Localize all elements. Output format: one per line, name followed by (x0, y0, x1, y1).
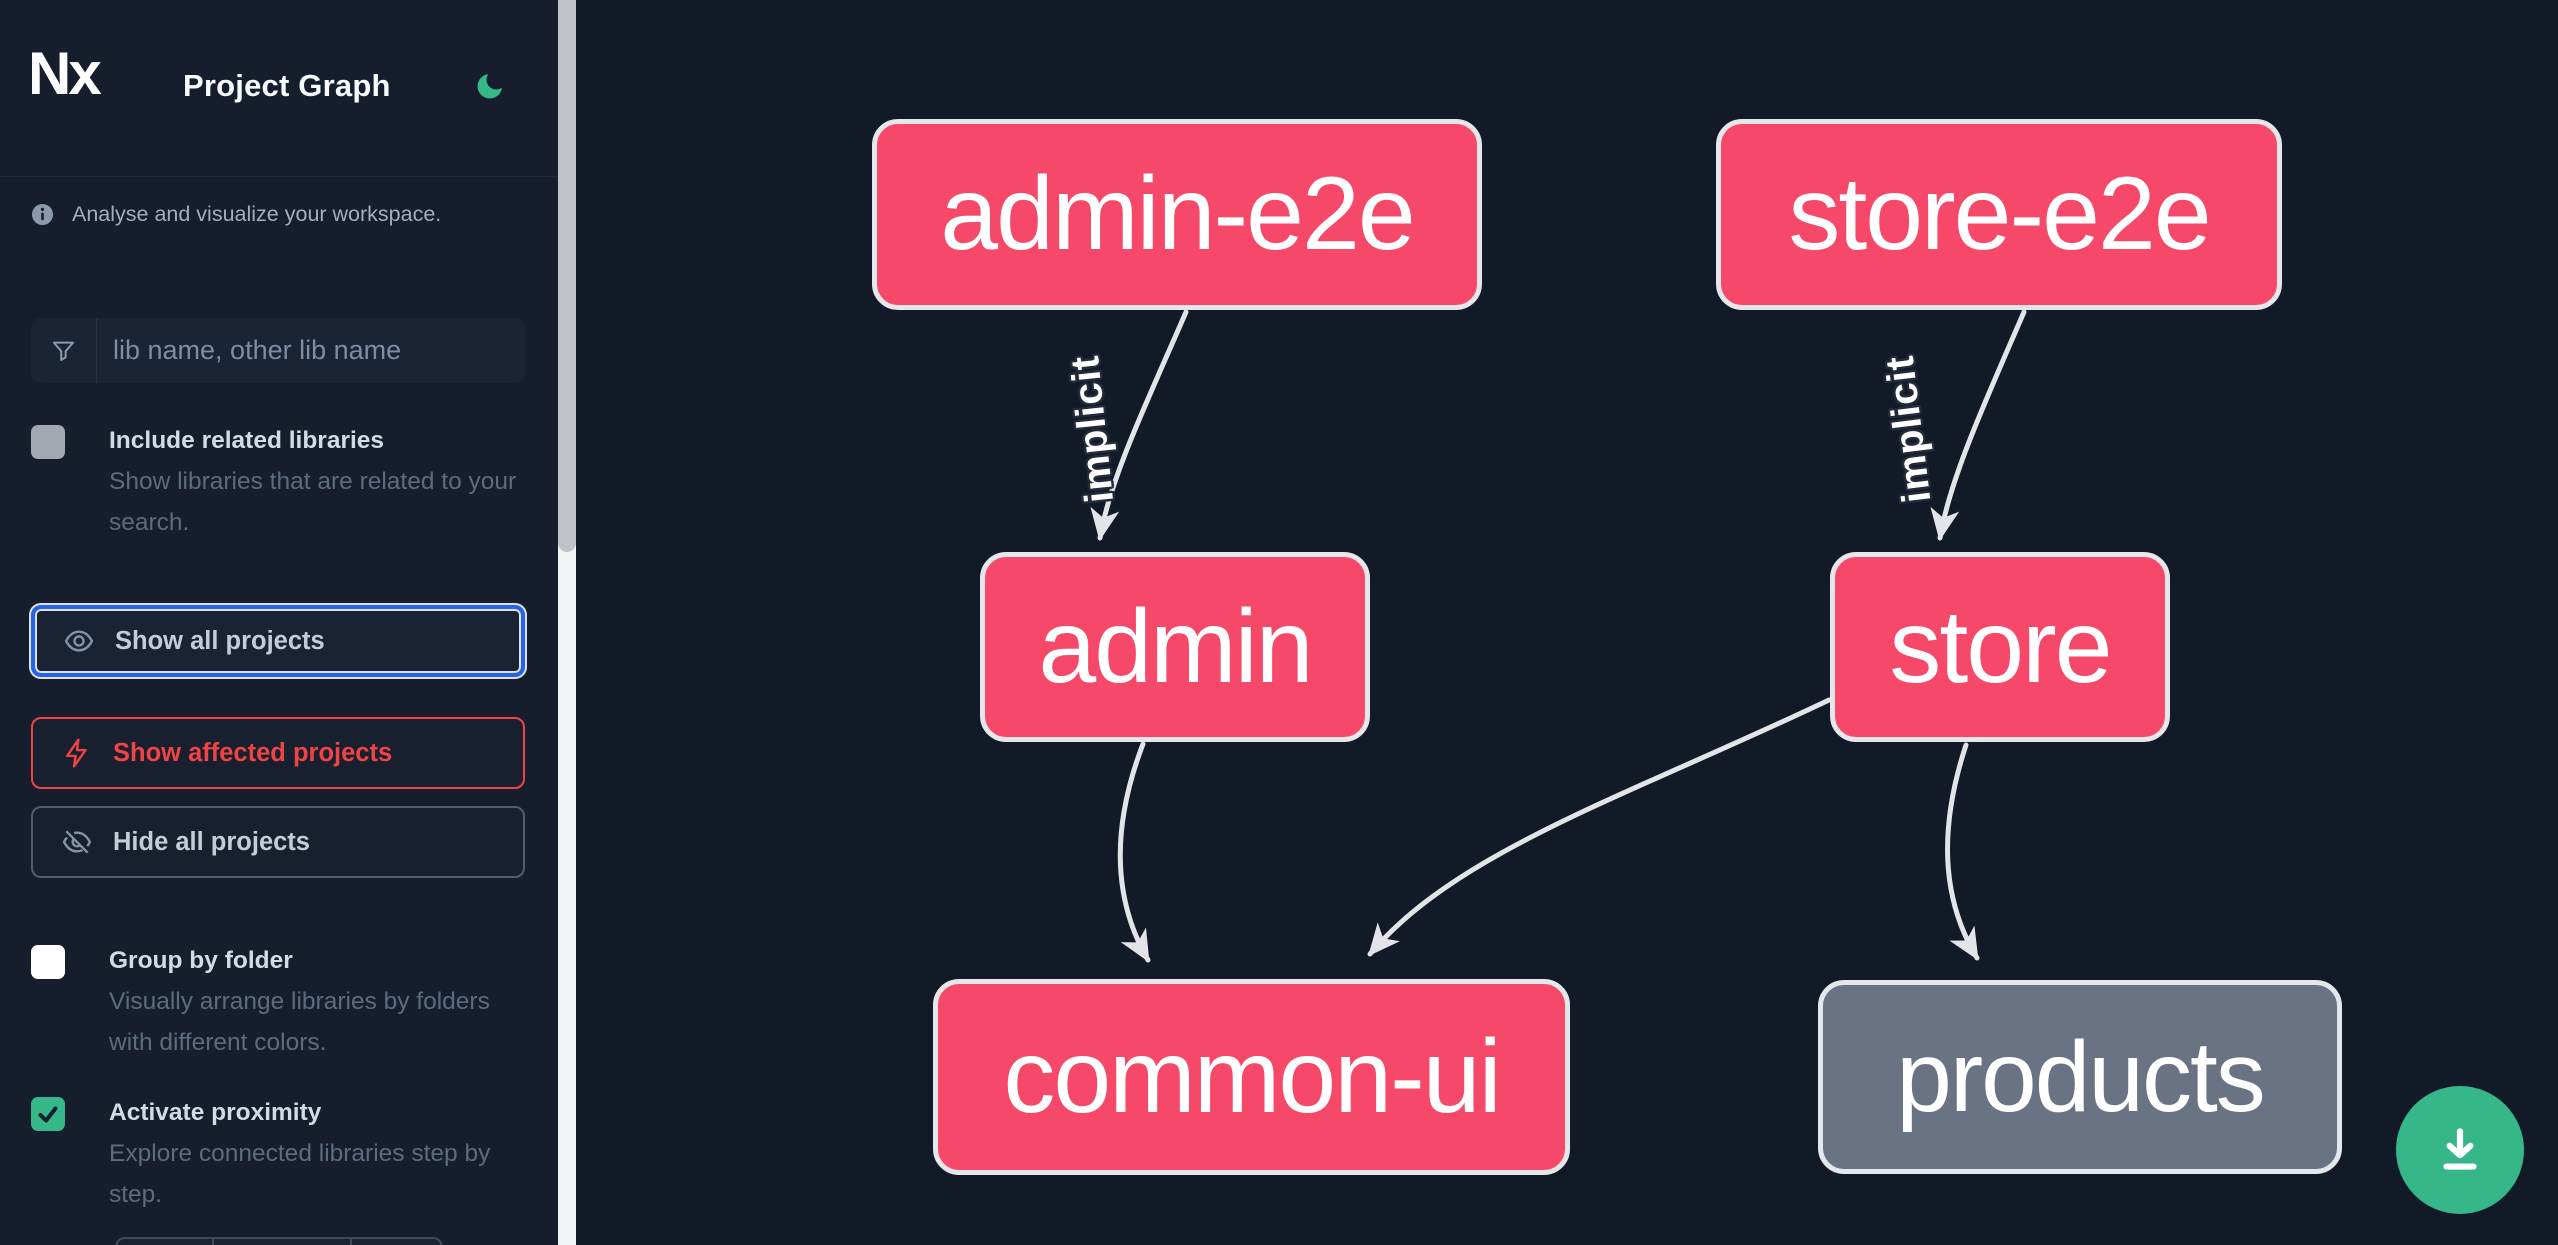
node-admin-e2e[interactable]: admin-e2e (872, 119, 1482, 310)
eye-icon (64, 630, 94, 652)
proximity-increment-button[interactable] (350, 1239, 352, 1245)
tagline: Analyse and visualize your workspace. (72, 202, 442, 226)
group-by-folder-checkbox[interactable] (31, 945, 65, 979)
header-divider (0, 176, 558, 177)
show-affected-projects-button[interactable]: Show affected projects (31, 717, 525, 789)
node-products[interactable]: products (1818, 980, 2342, 1174)
include-related-row: Include related libraries Show libraries… (31, 424, 533, 543)
download-image-button[interactable] (2396, 1086, 2524, 1214)
hide-all-projects-button[interactable]: Hide all projects (31, 806, 525, 878)
include-related-checkbox[interactable] (31, 425, 65, 459)
group-by-folder-row: Group by folder Visually arrange librari… (31, 944, 533, 1063)
search-box (31, 318, 525, 383)
proximity-decrement-button[interactable] (117, 1239, 212, 1245)
node-store-e2e[interactable]: store-e2e (1716, 119, 2282, 310)
sidebar: Nx Project Graph Analyse and visualize y… (0, 0, 558, 1245)
proximity-value (212, 1239, 350, 1245)
node-common-ui[interactable]: common-ui (933, 979, 1570, 1175)
bolt-icon (65, 738, 87, 768)
proximity-stepper (115, 1237, 443, 1245)
theme-toggle-button[interactable] (470, 66, 510, 106)
activate-proximity-checkbox[interactable] (31, 1097, 65, 1131)
nx-logo: Nx (28, 40, 104, 107)
show-all-projects-button[interactable]: Show all projects (31, 605, 525, 677)
eye-off-icon (62, 830, 92, 854)
activate-proximity-description: Explore connected libraries step by step… (109, 1140, 491, 1208)
include-related-label: Include related libraries (109, 427, 385, 454)
page-title: Project Graph (183, 68, 391, 103)
activate-proximity-label: Activate proximity (109, 1099, 322, 1126)
activate-proximity-row: Activate proximity Explore connected lib… (31, 1096, 533, 1215)
search-input[interactable] (97, 318, 525, 383)
group-by-folder-label: Group by folder (109, 947, 293, 974)
node-admin[interactable]: admin (980, 552, 1370, 742)
sidebar-scrollbar-thumb[interactable] (558, 0, 576, 552)
include-related-description: Show libraries that are related to your … (109, 468, 517, 536)
group-by-folder-description: Visually arrange libraries by folders wi… (109, 988, 490, 1056)
moon-icon (477, 74, 502, 99)
svg-text:Nx: Nx (28, 40, 101, 107)
node-store[interactable]: store (1830, 552, 2170, 742)
check-icon (38, 1106, 58, 1123)
info-icon (31, 203, 54, 226)
download-icon (2443, 1128, 2477, 1170)
funnel-icon (31, 318, 97, 383)
